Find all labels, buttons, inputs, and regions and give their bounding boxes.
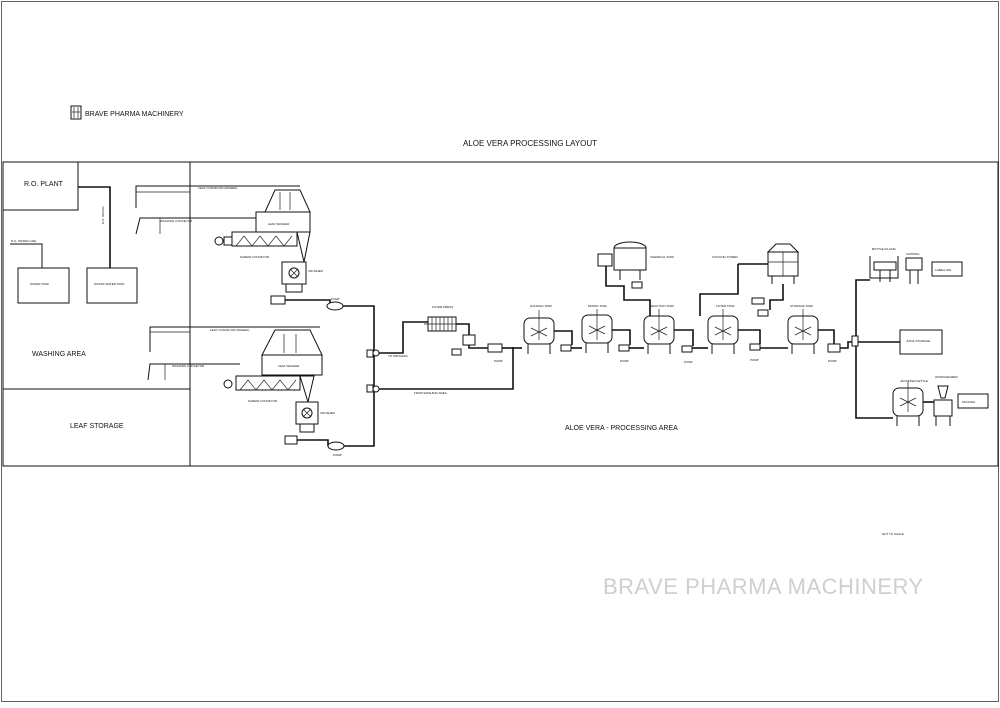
process-tank-2-label: MIXING TANK: [588, 304, 607, 308]
watermark: BRAVE PHARMA MACHINERY: [603, 574, 924, 599]
pump-label-3: PUMP: [684, 360, 693, 364]
washing-area-label: WASHING AREA: [32, 351, 86, 358]
conveyor-top-2-label: WASHING CONVEYOR: [160, 219, 193, 223]
labelling-box-label: LABELLING: [935, 268, 952, 272]
pump-bottom: [327, 441, 345, 451]
water-tank-label: WATER TANK: [30, 282, 49, 286]
leaf-washer-bottom: [261, 329, 323, 356]
screw-conveyor-bottom: [235, 375, 301, 391]
process-tank-5-label: STORAGE TANK: [790, 304, 813, 308]
conveyor-top-1-label: LEAF CONVEYOR (INFEED): [198, 186, 237, 190]
pump-label-2: PUMP: [620, 359, 629, 363]
brand-logo: BRAVE PHARMA MACHINERY: [70, 105, 184, 120]
crusher-top-label: CRUSHER: [308, 269, 324, 273]
pump-label-4: PUMP: [750, 358, 759, 362]
capping-machine: [905, 257, 923, 271]
labelling-box: [931, 261, 963, 277]
ro-plant-area: [2, 161, 79, 211]
juice-storage-box: [899, 329, 943, 355]
leaf-storage-label: LEAF STORAGE: [70, 423, 124, 430]
finishing-line: BOTTLE FILLING CAPPING LABELLING JUICE S…: [851, 247, 989, 426]
screw-bot-label: SCREW CONVEYOR: [248, 399, 278, 403]
filling-unit-label: BOTTLE FILLING: [872, 247, 897, 251]
pump-label-5: PUMP: [828, 359, 837, 363]
leaf-washer-top: [264, 189, 311, 213]
process-tank-3-label: REACTION TANK: [650, 304, 674, 308]
jacketed-kettle-label: JACKETED KETTLE: [900, 379, 928, 383]
pump-top: [326, 301, 344, 311]
junction-2-label: FROM WASHING AREA: [414, 391, 447, 395]
logo-text: BRAVE PHARMA MACHINERY: [85, 111, 184, 118]
chemical-tank-label: CHEMICAL TANK: [650, 255, 674, 259]
process-tank-1-label: HOLDING TANK: [530, 304, 552, 308]
layout-title: ALOE VERA PROCESSING LAYOUT: [463, 139, 597, 148]
process-tanks: HOLDING TANK MIXING TANK REACTION TANK F…: [494, 304, 856, 364]
filter-press-label: FILTER PRESS: [432, 305, 453, 309]
top-washing-line: LEAF CONVEYOR (INFEED) WASHING CONVEYOR …: [135, 185, 375, 352]
ro-water-label: R.O. WATER: [101, 206, 105, 224]
process-tank-4-label: FILTER TANK: [716, 304, 735, 308]
junction-block: TO PROCESS FROM WASHING AREA: [366, 321, 514, 395]
junction-1-label: TO PROCESS: [388, 354, 408, 358]
washer-bot-label: LEAF WASHER: [278, 364, 300, 368]
homogenizer: [937, 385, 949, 399]
ro-water-line: [10, 243, 43, 268]
packing-box: [957, 393, 989, 409]
cooling-tower-label: COOLING TOWER: [712, 255, 739, 259]
bottle-filling-machine: [873, 261, 897, 271]
washer-top-label: LEAF WASHER: [268, 222, 290, 226]
processing-area-label: ALOE VERA - PROCESSING AREA: [565, 425, 678, 432]
pump-top-label: PUMP: [331, 297, 340, 301]
bottom-washing-line: LEAF CONVEYOR (INFEED) WASHING CONVEYOR …: [147, 326, 375, 457]
crusher-bot-label: CRUSHER: [320, 411, 336, 415]
capping-unit-label: CAPPING: [906, 252, 920, 256]
water-tank: [17, 267, 70, 304]
waste-water-tank-label: WASTE WATER TANK: [94, 282, 124, 286]
juice-storage-label: JUICE STORAGE: [906, 339, 930, 343]
main-frame: [2, 161, 999, 467]
conveyor-bot-1-label: LEAF CONVEYOR (INFEED): [210, 328, 249, 332]
pump-bot-label: PUMP: [333, 453, 342, 457]
ro-water-pipe: [78, 186, 111, 238]
ro-plant-label: R.O. PLANT: [24, 181, 64, 188]
filter-press: FILTER PRESS: [424, 305, 513, 356]
screw-top-label: SCREW CONVEYOR: [240, 255, 270, 259]
waste-water-tank: [86, 267, 138, 304]
homogenizer-label: HOMOGENIZER: [935, 375, 959, 379]
conveyor-bot-2-label: WASHING CONVEYOR: [172, 364, 205, 368]
utility-block: CHEMICAL TANK COOLING TOWER: [597, 241, 800, 316]
pump-label-1: PUMP: [494, 359, 503, 363]
scale-note: NOT TO SCALE: [882, 532, 904, 536]
packing-box-label: PACKING: [962, 400, 976, 404]
logo-mark-icon: [70, 105, 82, 120]
ro-water-line-label: R.O. WATER LINE: [11, 239, 36, 243]
